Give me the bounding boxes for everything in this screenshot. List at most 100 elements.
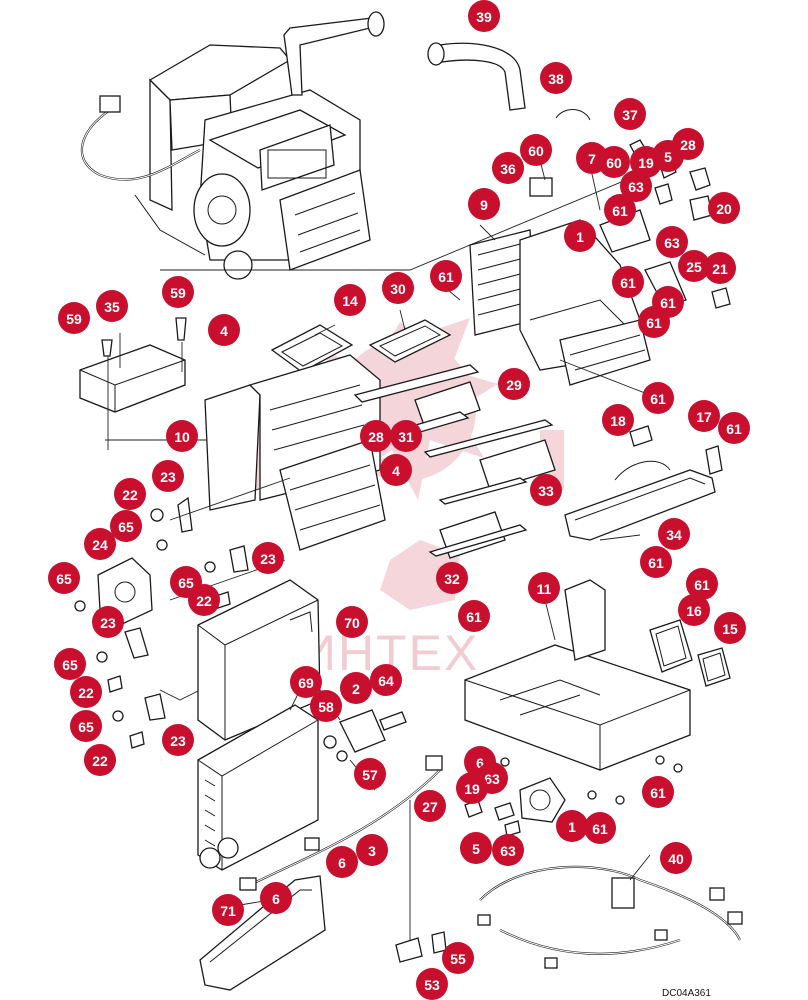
callout-label: 53 — [424, 977, 440, 993]
callout-5: 5 — [460, 832, 492, 864]
callout-61: 61 — [642, 382, 674, 414]
callout-label: 15 — [722, 621, 738, 637]
callout-label: 61 — [592, 821, 608, 837]
callout-marker — [614, 98, 646, 130]
callout-18: 18 — [602, 404, 634, 436]
callout-marker — [414, 790, 446, 822]
callout-label: 5 — [664, 149, 672, 165]
callout-label: 59 — [170, 285, 186, 301]
callout-marker — [604, 194, 636, 226]
callout-marker — [360, 420, 392, 452]
callout-label: 22 — [196, 593, 212, 609]
callout-label: 23 — [160, 469, 176, 485]
callout-16: 16 — [678, 594, 710, 626]
callout-marker — [678, 594, 710, 626]
callout-label: 11 — [537, 581, 552, 597]
callout-label: 58 — [318, 699, 334, 715]
connectors-53-55 — [395, 931, 447, 963]
callout-marker — [714, 612, 746, 644]
callout-marker — [540, 62, 572, 94]
callout-label: 7 — [588, 151, 596, 167]
callout-61: 61 — [718, 412, 750, 444]
seal-30 — [368, 319, 452, 363]
callout-61: 61 — [458, 600, 490, 632]
callout-label: 60 — [528, 143, 544, 159]
callout-marker — [290, 666, 322, 698]
callout-marker — [492, 152, 524, 184]
callout-label: 2 — [352, 681, 360, 697]
callout-63: 63 — [492, 834, 524, 866]
callout-label: 34 — [666, 527, 682, 543]
callout-55: 55 — [442, 942, 474, 974]
callout-23: 23 — [252, 542, 284, 574]
callout-9: 9 — [468, 188, 500, 220]
callout-label: 65 — [78, 719, 94, 735]
callout-33: 33 — [530, 474, 562, 506]
callout-65: 65 — [110, 510, 142, 542]
callout-29: 29 — [498, 368, 530, 400]
callout-marker — [492, 834, 524, 866]
callout-marker — [468, 188, 500, 220]
callout-64: 64 — [370, 664, 402, 696]
callout-label: 1 — [568, 819, 576, 835]
callout-22: 22 — [70, 676, 102, 708]
callout-marker — [468, 0, 500, 32]
callout-label: 20 — [716, 201, 732, 217]
callout-marker — [260, 882, 292, 914]
callout-marker — [70, 710, 102, 742]
callout-label: 28 — [368, 429, 384, 445]
callout-6: 6 — [260, 882, 292, 914]
duct-71 — [199, 875, 326, 991]
divider-line — [160, 169, 651, 271]
callout-59: 59 — [58, 302, 90, 334]
callout-label: 22 — [122, 487, 138, 503]
callout-61: 61 — [612, 266, 644, 298]
lever-parts — [74, 496, 249, 749]
callout-marker — [84, 744, 116, 776]
callout-23: 23 — [92, 606, 124, 638]
callout-22: 22 — [114, 478, 146, 510]
callout-label: 61 — [466, 609, 482, 625]
seals-15-16 — [649, 619, 731, 687]
callout-label: 6 — [272, 891, 280, 907]
callout-marker — [638, 306, 670, 338]
callout-32: 32 — [436, 562, 468, 594]
callout-marker — [498, 368, 530, 400]
module-35 — [79, 344, 186, 413]
callout-label: 63 — [484, 771, 500, 787]
callout-label: 32 — [444, 571, 460, 587]
callout-label: 63 — [500, 843, 516, 859]
callout-marker — [252, 542, 284, 574]
callout-marker — [460, 832, 492, 864]
callout-marker — [96, 290, 128, 322]
callout-label: 19 — [464, 781, 480, 797]
callout-label: 24 — [92, 537, 108, 553]
callout-28: 28 — [672, 128, 704, 160]
callout-40: 40 — [660, 842, 692, 874]
callout-63: 63 — [656, 226, 688, 258]
callout-label: 59 — [66, 311, 82, 327]
callout-label: 31 — [398, 429, 414, 445]
callout-label: 19 — [638, 155, 654, 171]
wire-harness-3 — [239, 755, 443, 891]
motor-1 — [519, 777, 566, 823]
callout-label: 65 — [56, 571, 72, 587]
callout-label: 57 — [362, 767, 378, 783]
callout-marker — [48, 562, 80, 594]
callout-marker — [718, 412, 750, 444]
callout-marker — [334, 284, 366, 316]
callout-label: 5 — [472, 841, 480, 857]
callout-marker — [162, 724, 194, 756]
callout-2: 2 — [340, 672, 372, 704]
callout-marker — [620, 170, 652, 202]
callout-marker — [58, 302, 90, 334]
callout-marker — [188, 584, 220, 616]
callout-71: 71 — [212, 894, 244, 926]
callout-label: 61 — [650, 391, 666, 407]
callout-65: 65 — [48, 562, 80, 594]
callout-label: 28 — [680, 137, 696, 153]
callout-label: 40 — [668, 851, 684, 867]
callout-label: 61 — [694, 577, 710, 593]
hose-39 — [427, 42, 526, 111]
